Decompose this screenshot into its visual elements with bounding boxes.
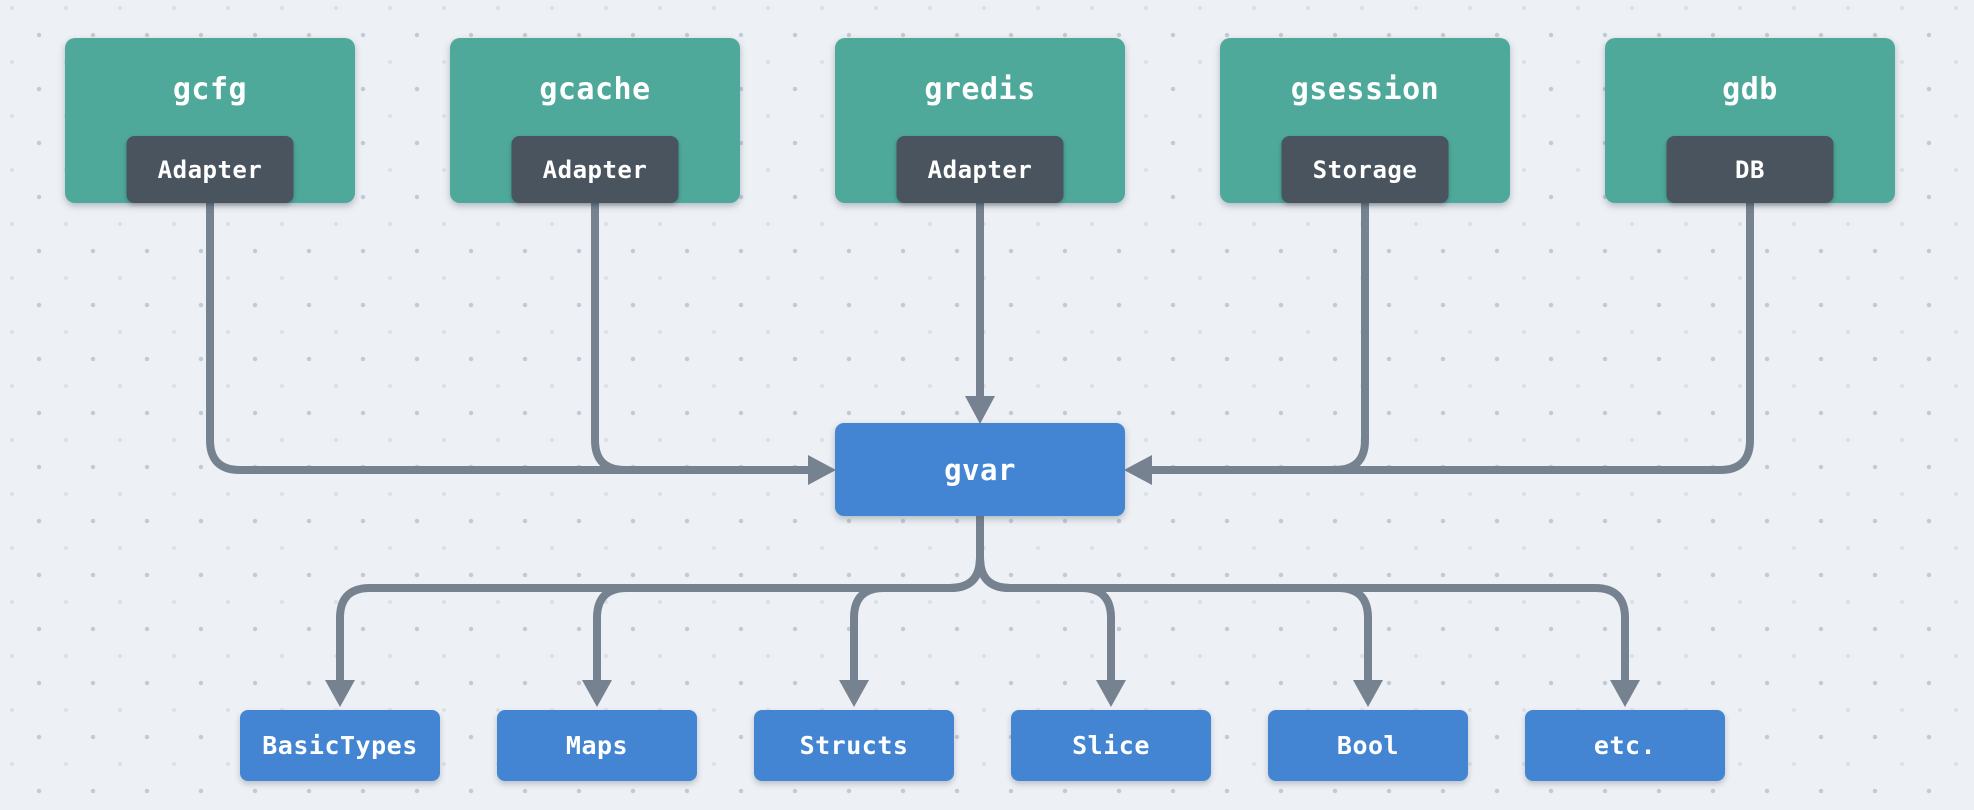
node-maps-label: Maps — [565, 731, 629, 760]
edge-gcfg-gvar — [206, 199, 814, 474]
edge-gcache-gvar — [591, 199, 814, 474]
arrowhead-right-icon — [808, 455, 836, 485]
arrowhead-down-bool-icon — [1353, 680, 1383, 707]
node-basictypes-label: BasicTypes — [262, 731, 418, 760]
node-gcfg-badge: Adapter — [126, 136, 294, 203]
node-gvar-label: gvar — [944, 452, 1016, 487]
node-gsession: gsession Storage — [1220, 38, 1510, 203]
node-structs-label: Structs — [799, 731, 909, 760]
node-etc: etc. — [1525, 710, 1725, 781]
node-gredis-badge-label: Adapter — [927, 155, 1033, 184]
node-gcache-badge: Adapter — [511, 136, 679, 203]
node-etc-label: etc. — [1593, 731, 1657, 760]
node-bool: Bool — [1268, 710, 1468, 781]
edge-gvar-structs — [850, 512, 984, 686]
node-gdb: gdb DB — [1605, 38, 1895, 203]
arrowhead-left-icon — [1124, 455, 1152, 485]
node-gredis: gredis Adapter — [835, 38, 1125, 203]
arrowhead-down-structs-icon — [839, 680, 869, 707]
node-gcache-badge-label: Adapter — [542, 155, 648, 184]
node-gsession-badge: Storage — [1281, 136, 1449, 203]
node-gdb-badge-label: DB — [1735, 155, 1765, 184]
node-maps: Maps — [497, 710, 697, 781]
node-gcache: gcache Adapter — [450, 38, 740, 203]
edge-gsession-gvar — [1146, 199, 1369, 474]
node-structs: Structs — [754, 710, 954, 781]
node-gsession-badge-label: Storage — [1312, 155, 1418, 184]
node-slice-label: Slice — [1072, 731, 1150, 760]
node-gcfg-title: gcfg — [172, 72, 248, 107]
edge-gvar-bool — [976, 512, 1372, 686]
node-basictypes: BasicTypes — [240, 710, 440, 781]
node-gdb-title: gdb — [1722, 72, 1778, 107]
edge-gvar-maps — [593, 512, 984, 686]
edge-gdb-gvar — [1146, 199, 1754, 474]
edge-gvar-etc — [976, 512, 1629, 686]
node-gdb-badge: DB — [1666, 136, 1834, 203]
node-gredis-title: gredis — [924, 72, 1036, 107]
node-gcfg: gcfg Adapter — [65, 38, 355, 203]
arrowhead-down-slice-icon — [1096, 680, 1126, 707]
node-gcfg-badge-label: Adapter — [157, 155, 263, 184]
arrowhead-down-maps-icon — [582, 680, 612, 707]
edge-gvar-basictypes — [336, 512, 984, 686]
arrowhead-down-basictypes-icon — [325, 680, 355, 707]
arrowhead-down-etc-icon — [1610, 680, 1640, 707]
node-gvar: gvar — [835, 423, 1125, 516]
arrowhead-down-gvar-icon — [965, 396, 995, 424]
node-gsession-title: gsession — [1290, 72, 1440, 107]
edge-gvar-slice — [976, 512, 1115, 686]
node-bool-label: Bool — [1336, 731, 1400, 760]
node-gredis-badge: Adapter — [896, 136, 1064, 203]
node-gcache-title: gcache — [539, 72, 651, 107]
node-slice: Slice — [1011, 710, 1211, 781]
